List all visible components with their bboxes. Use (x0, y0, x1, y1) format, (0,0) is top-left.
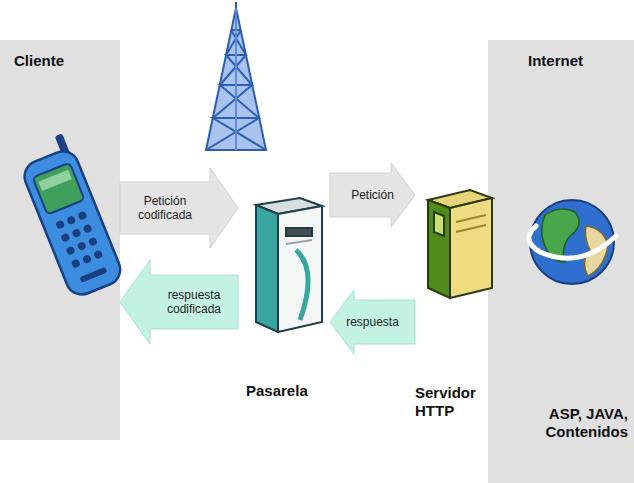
arrow-label: respuesta codificada (154, 288, 234, 317)
globe (529, 200, 616, 284)
gateway-node: Pasarela (238, 190, 330, 400)
block-arrow (120, 168, 238, 248)
block-arrow (330, 290, 415, 354)
block-arrow (330, 163, 415, 227)
node-label: Internet (528, 52, 583, 70)
node-label: Pasarela (246, 382, 308, 400)
arrow-label: respuesta (338, 315, 408, 329)
arrow-label: Petición (338, 188, 408, 202)
gateway-server (256, 198, 322, 332)
block-arrow (120, 260, 238, 344)
node-label: Servidor HTTP (415, 384, 501, 420)
node-label: Cliente (14, 52, 64, 70)
antenna-tower (206, 2, 266, 150)
arrow-label: Petición codificada (125, 194, 205, 223)
server-node: Servidor HTTP (415, 185, 501, 420)
content-label: ASP, JAVA, Contenidos (532, 405, 628, 441)
http-server (428, 190, 492, 298)
